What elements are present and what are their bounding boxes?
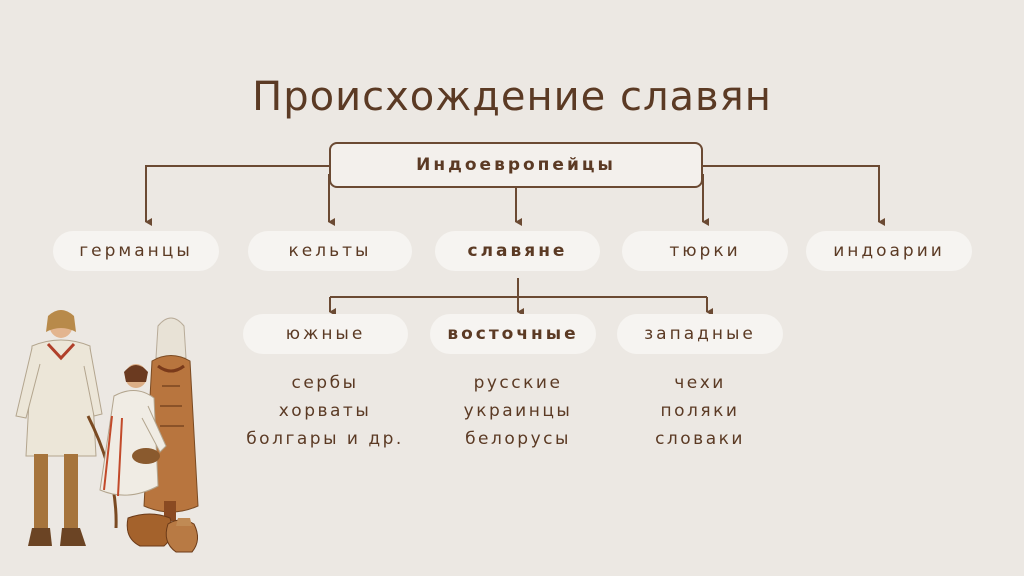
branch-east: восточные	[430, 314, 596, 354]
member: словаки	[655, 429, 745, 449]
east-members: русские украинцы белорусы	[418, 369, 618, 453]
group-celts: кельты	[248, 231, 412, 271]
member: белорусы	[465, 429, 571, 449]
branch-south: южные	[243, 314, 408, 354]
member: поляки	[660, 401, 740, 421]
woman-kneeling-figure	[99, 364, 167, 497]
west-members: чехи поляки словаки	[600, 369, 800, 453]
member: чехи	[674, 373, 726, 393]
connector-indoaryans	[703, 165, 885, 226]
member: украинцы	[463, 401, 573, 421]
group-indoaryans: индоарии	[806, 231, 972, 271]
slavic-people-illustration	[15, 310, 199, 553]
member: сербы	[291, 373, 359, 393]
member: болгары и др.	[246, 429, 404, 449]
man-standing-figure	[15, 310, 118, 546]
south-members: сербы хорваты болгары и др.	[225, 369, 425, 453]
group-slavs: славяне	[435, 231, 600, 271]
connector-germans	[145, 165, 329, 226]
page-title: Происхождение славян	[252, 74, 772, 120]
woman-standing-figure	[143, 317, 199, 521]
member: хорваты	[278, 401, 372, 421]
root-node: Индоевропейцы	[329, 142, 703, 188]
branch-west: западные	[617, 314, 783, 354]
pottery-icon	[126, 448, 198, 553]
member: русские	[473, 373, 563, 393]
group-germans: германцы	[53, 231, 219, 271]
group-turks: тюрки	[622, 231, 788, 271]
